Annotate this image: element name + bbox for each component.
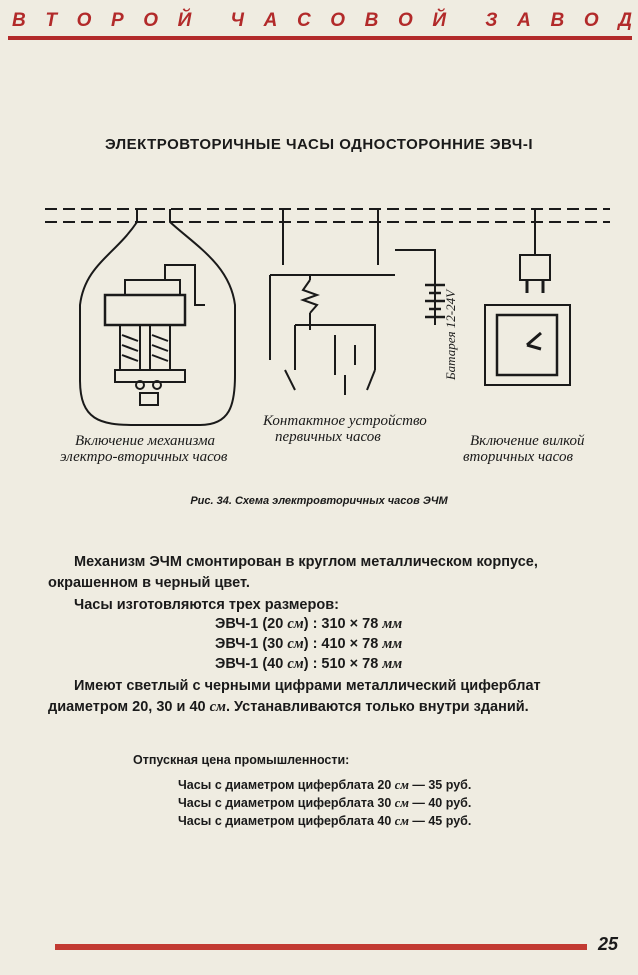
clock-hands (526, 331, 542, 351)
paragraph-1-line-1: Механизм ЭЧМ смонтирован в круглом метал… (74, 554, 538, 570)
header-letter: В (550, 10, 565, 31)
paragraph-3-line-1: Имеют светлый с черными цифрами металлич… (74, 678, 541, 694)
header-letter: Т (45, 10, 57, 31)
paragraph-1-line-2: окрашенном в черный цвет. (48, 575, 250, 591)
price-heading: Отпускная цена промышленности: (133, 753, 350, 767)
header-letter: С (296, 10, 311, 31)
contact-fingers (294, 324, 376, 375)
header-letter: Й (432, 10, 447, 31)
label-left-line2: электро-вторичных часов (60, 449, 228, 465)
header-letter: Д (618, 10, 632, 31)
footer-rule (55, 944, 587, 950)
plug-pins (525, 280, 545, 293)
header-letter: Ч (230, 10, 244, 31)
mechanism-base (114, 369, 186, 383)
secondary-clock-case (484, 304, 571, 386)
terminal-block (139, 392, 159, 406)
secondary-clock-face (495, 313, 559, 377)
battery-cells (425, 283, 445, 319)
page-title: ЭЛЕКТРОВТОРИЧНЫЕ ЧАСЫ ОДНОСТОРОННИЕ ЭВЧ-… (104, 136, 533, 153)
paragraph-2: Часы изготовляются трех размеров: (74, 597, 339, 613)
header-letter: О (398, 10, 413, 31)
mechanism-plate (103, 293, 187, 327)
header-letter: Р (110, 10, 124, 31)
paragraph-3-line-2: диаметром 20, 30 и 40 см. Устанавливаютс… (48, 699, 529, 715)
header-letter: Й (177, 10, 192, 31)
mechanism-lever (164, 264, 205, 306)
header-letter: А (263, 10, 278, 31)
plug-body (519, 254, 551, 281)
header-title: В Т О Р О Й Ч А С О В О Й З А В О Д (12, 10, 632, 32)
terminal-screw-right (152, 380, 162, 390)
label-right-line2: вторичных часов (463, 449, 573, 465)
header-letter: З (485, 10, 498, 31)
header-letter: А (517, 10, 531, 31)
terminal-screw-left (135, 380, 145, 390)
label-right-line1: Включение вилкой (470, 433, 585, 449)
header-letter: В (364, 10, 379, 31)
coil-windings (121, 334, 169, 362)
size-row: ЭВЧ-1 (20 см) : 310 × 78 мм (215, 616, 403, 632)
diagram-labels: Включение механизма электро-вторичных ча… (60, 288, 585, 465)
mechanism-top (124, 279, 181, 296)
page-number: 25 (598, 934, 619, 954)
header-letter: О (143, 10, 159, 31)
battery-label: Батарея 12-24V (443, 288, 458, 381)
header-rule (8, 36, 632, 40)
clock-housing-outline (79, 209, 236, 426)
size-row: ЭВЧ-1 (40 см) : 510 × 78 мм (215, 656, 403, 672)
price-list: Часы с диаметром циферблата 20 см — 35 р… (178, 776, 471, 830)
page-header: В Т О Р О Й Ч А С О В О Й З А В О Д (8, 8, 632, 42)
size-row: ЭВЧ-1 (30 см) : 410 × 78 мм (215, 636, 403, 652)
label-mid-line2: первичных часов (275, 429, 381, 445)
header-letter: О (330, 10, 346, 31)
contact-springs (284, 369, 376, 395)
label-left-line1: Включение механизма (75, 433, 215, 449)
price-row: Часы с диаметром циферблата 30 см — 40 р… (178, 796, 472, 810)
wiring-diagram: Включение механизма электро-вторичных ча… (45, 208, 610, 465)
header-letter: О (76, 10, 92, 31)
label-mid-line1: Контактное устройство (262, 413, 427, 429)
figure-caption: Рис. 34. Схема электровторичных часов ЭЧ… (190, 495, 448, 507)
size-list: ЭВЧ-1 (20 см) : 310 × 78 мм ЭВЧ-1 (30 см… (215, 614, 402, 674)
header-letter: О (583, 10, 599, 31)
resistor (300, 279, 320, 314)
header-letter: В (12, 10, 26, 31)
price-row: Часы с диаметром циферблата 40 см — 45 р… (178, 814, 472, 828)
price-row: Часы с диаметром циферблата 20 см — 35 р… (178, 778, 472, 792)
